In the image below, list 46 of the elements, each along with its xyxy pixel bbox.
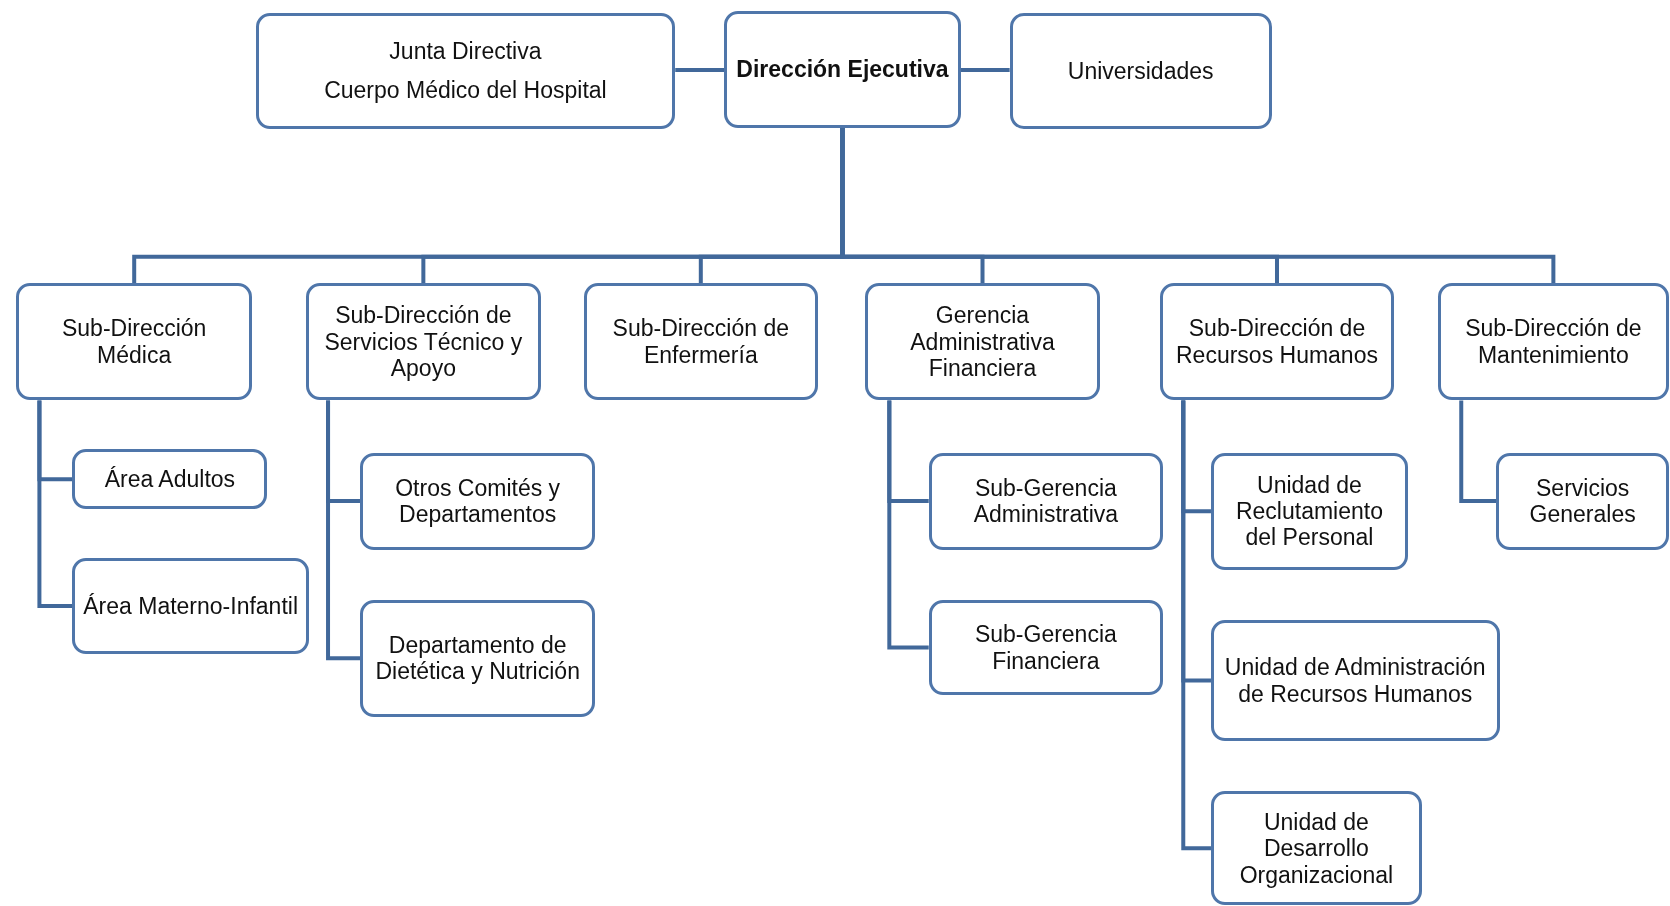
org-box bbox=[1210, 452, 1408, 570]
box-label: Área Adultos bbox=[104, 466, 236, 493]
box-label: Servicios Generales bbox=[1528, 474, 1637, 528]
org-box bbox=[72, 449, 268, 510]
box-label: Sub-Gerencia Administrativa bbox=[972, 474, 1120, 528]
org-box bbox=[255, 12, 676, 129]
box-label: Otros Comités y Departamentos bbox=[394, 474, 562, 528]
connector-line bbox=[1181, 400, 1211, 851]
executive-box bbox=[724, 10, 961, 128]
connector-line bbox=[326, 400, 360, 661]
org-box bbox=[360, 452, 596, 550]
box-label: Sub-Dirección de Recursos Humanos bbox=[1175, 315, 1379, 369]
org-box bbox=[305, 283, 542, 401]
org-box bbox=[1159, 283, 1395, 401]
box-label: Unidad de Desarrollo Organizacional bbox=[1238, 808, 1395, 888]
box-label: Sub-Dirección de Servicios Técnico y Apoyo bbox=[323, 302, 524, 382]
box-label: Sub-Gerencia Financiera bbox=[973, 621, 1118, 674]
org-box bbox=[1437, 283, 1669, 401]
org-box bbox=[72, 558, 309, 654]
org-box bbox=[864, 283, 1101, 401]
box-label: Departamento de Dietética y Nutrición bbox=[374, 631, 581, 685]
org-box bbox=[1496, 452, 1669, 550]
box-label: Universidades bbox=[1067, 57, 1214, 84]
org-box bbox=[928, 452, 1163, 550]
connector-line bbox=[37, 400, 73, 608]
connector-line bbox=[887, 400, 929, 650]
org-box bbox=[360, 599, 596, 717]
connector-line bbox=[1459, 400, 1497, 504]
box-label: Junta Directiva bbox=[389, 38, 542, 65]
org-box bbox=[15, 283, 253, 401]
org-box bbox=[1210, 791, 1422, 906]
box-label: Unidad de Administración de Recursos Humanos bbox=[1223, 654, 1487, 707]
box-label: Cuerpo Médico del Hospital bbox=[324, 76, 607, 104]
box-label: Sub-Dirección de Mantenimiento bbox=[1464, 315, 1643, 369]
org-box bbox=[583, 283, 818, 401]
org-box bbox=[1210, 619, 1500, 742]
box-label: Gerencia Administrativa Financiera bbox=[909, 302, 1056, 382]
box-label: Sub-Dirección de Enfermería bbox=[611, 315, 790, 369]
org-box bbox=[928, 599, 1163, 696]
org-box bbox=[1009, 12, 1272, 129]
box-label: Sub-Dirección Médica bbox=[60, 315, 208, 369]
box-label: Dirección Ejecutiva bbox=[736, 56, 949, 83]
box-label: Unidad de Reclutamiento del Personal bbox=[1234, 471, 1384, 551]
connector-line bbox=[675, 68, 725, 73]
connector-line bbox=[960, 68, 1010, 73]
box-label: Área Materno-Infantil bbox=[83, 592, 299, 620]
